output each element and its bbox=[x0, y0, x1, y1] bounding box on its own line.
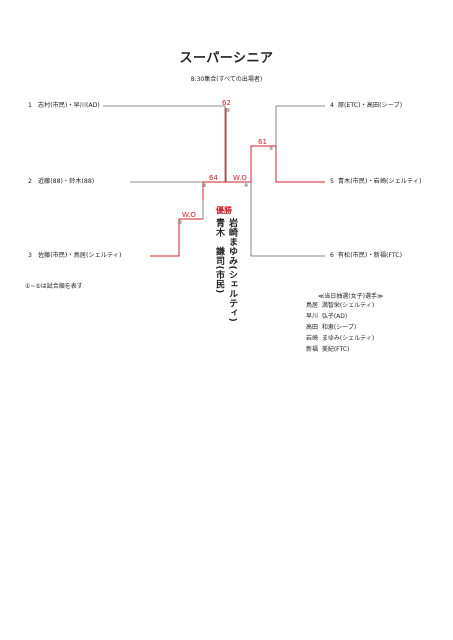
champion-name-1: 岩崎まゆみ(シェルティ) bbox=[227, 218, 237, 323]
match-number-1: ① bbox=[178, 220, 183, 226]
player-5: 5 青木(市民)・岩崎(シェルティ) bbox=[330, 178, 421, 186]
player-name: 青木(市民)・岩崎(シェルティ) bbox=[337, 178, 422, 185]
legend-row: 鳥居 満智栄(シェルティ) bbox=[306, 302, 374, 309]
player-number: 3 bbox=[28, 252, 32, 259]
player-number: 4 bbox=[330, 102, 334, 109]
player-name: 近藤(88)・鈴木(88) bbox=[37, 178, 95, 185]
player-name: 佐藤(市民)・鳥居(シェルティ) bbox=[37, 252, 122, 259]
legend-row: 早川 弘子(AD) bbox=[306, 313, 347, 320]
legend-row: 岩崎 まゆみ(シェルティ) bbox=[306, 335, 374, 342]
player-number: 6 bbox=[330, 252, 334, 259]
score-match4: W.O bbox=[233, 174, 247, 182]
player-name: 有松(市民)・新福(FTC) bbox=[337, 252, 403, 259]
legend-given: 満智栄(シェルティ) bbox=[321, 302, 375, 309]
champion-label: 優勝 bbox=[216, 206, 232, 215]
score-match2: 61 bbox=[258, 138, 267, 146]
match-number-4: ④ bbox=[244, 183, 249, 189]
player-number: 2 bbox=[28, 178, 32, 185]
bracket-line-p3 bbox=[150, 218, 203, 257]
player-name: 志村(市民)・早川(AD) bbox=[37, 102, 100, 109]
champion-name-2: 青木 謙司(市民) bbox=[214, 218, 224, 294]
player-4: 4 原(ETC)・高田(シーブ) bbox=[330, 102, 402, 110]
bracket-line-p4 bbox=[275, 105, 325, 182]
player-name: 原(ETC)・高田(シーブ) bbox=[337, 102, 403, 109]
match-number-3: ③ bbox=[202, 183, 207, 189]
bracket-line-p5 bbox=[250, 145, 325, 183]
legend-row: 高田 和恵(シーブ) bbox=[306, 324, 356, 331]
score-match3: 64 bbox=[209, 174, 218, 182]
legend-surname: 早川 bbox=[306, 313, 319, 320]
score-match1: W.O bbox=[182, 211, 196, 219]
legend-title: ≪当日抽選(女子)選手≫ bbox=[318, 293, 384, 300]
legend-surname: 高田 bbox=[306, 324, 319, 331]
player-1: 1 志村(市民)・早川(AD) bbox=[28, 102, 100, 110]
legend-given: 和恵(シーブ) bbox=[321, 324, 357, 331]
score-final: 62 bbox=[222, 99, 231, 107]
legend-surname: 新福 bbox=[306, 346, 319, 353]
player-number: 5 bbox=[330, 178, 334, 185]
legend-given: まゆみ(シェルティ) bbox=[321, 335, 375, 342]
legend-surname: 鳥居 bbox=[306, 302, 319, 309]
bracket-line-p6 bbox=[250, 182, 325, 257]
legend-row: 新福 美紀(FTC) bbox=[306, 346, 349, 353]
player-2: 2 近藤(88)・鈴木(88) bbox=[28, 178, 94, 186]
bracket-line-m3-win bbox=[202, 181, 226, 200]
legend-given: 弘子(AD) bbox=[321, 313, 348, 320]
legend-given: 美紀(FTC) bbox=[321, 346, 350, 353]
match-order-note: ①~⑤は試合順を表す bbox=[25, 283, 83, 290]
match-number-5: ⑤ bbox=[226, 108, 231, 114]
page-title: スーパーシニア bbox=[179, 51, 274, 66]
bracket-line-final bbox=[225, 108, 251, 183]
player-number: 1 bbox=[28, 102, 32, 109]
match-number-2: ② bbox=[269, 146, 274, 152]
player-6: 6 有松(市民)・新福(FTC) bbox=[330, 252, 402, 260]
player-3: 3 佐藤(市民)・鳥居(シェルティ) bbox=[28, 252, 121, 260]
legend-surname: 岩崎 bbox=[306, 335, 319, 342]
page-subtitle: 8:30集合(すべての出場者) bbox=[190, 76, 263, 83]
bracket-line-p1 bbox=[103, 105, 226, 182]
